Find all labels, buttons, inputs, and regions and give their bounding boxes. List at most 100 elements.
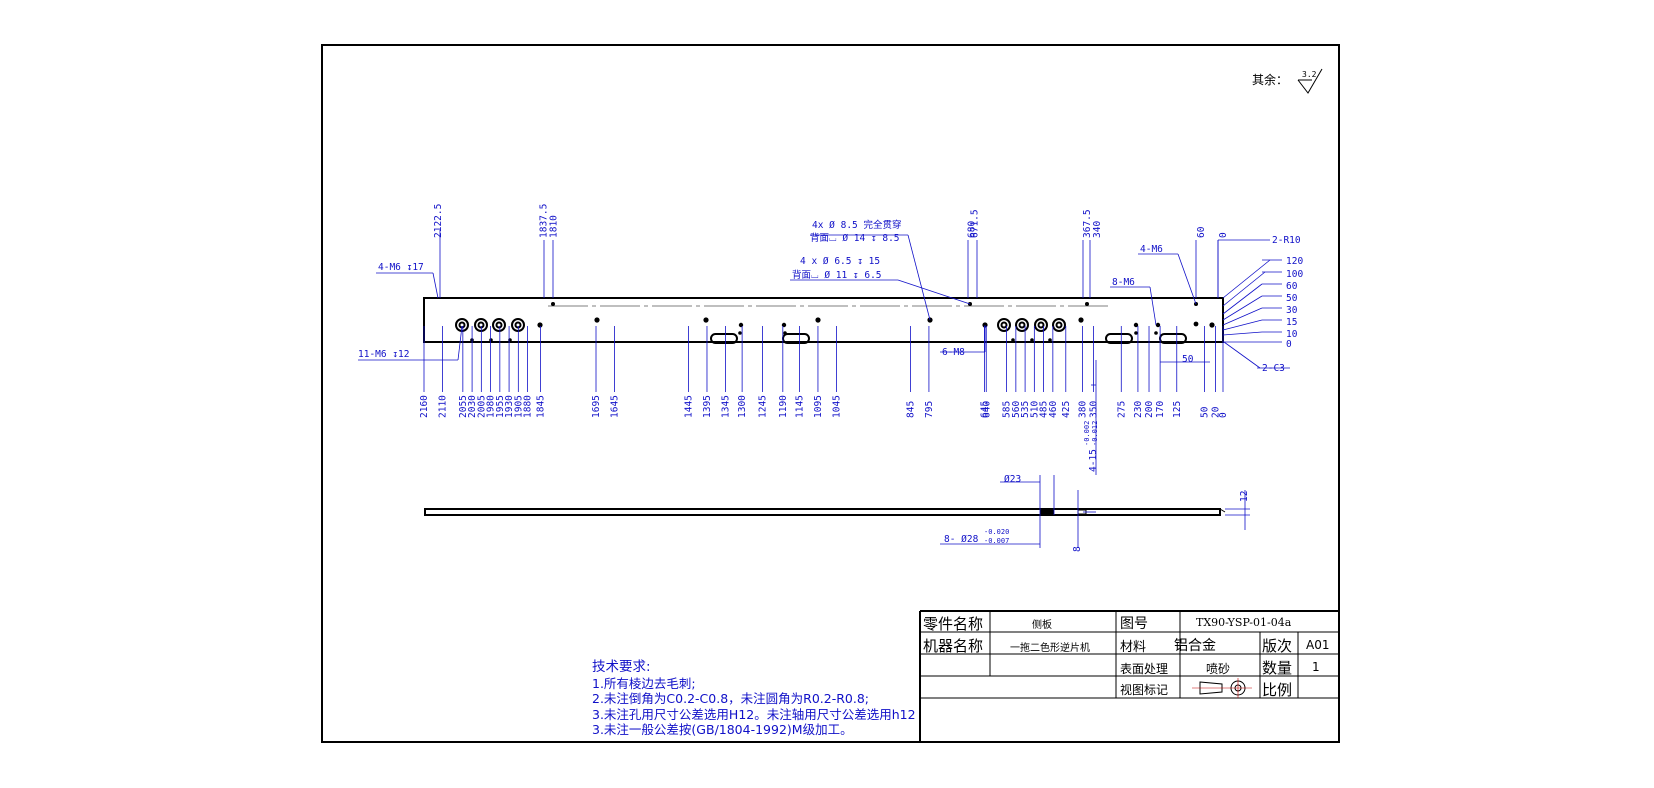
dim-top-1837.5: 1837.5 [538, 204, 549, 238]
dim-bottom-275: 275 [1116, 401, 1127, 418]
dim-bottom-1345: 1345 [720, 395, 731, 418]
surface-label: 表面处理 [1120, 662, 1169, 676]
slot-label: 4-15 [1088, 449, 1099, 472]
dim-bottom-2110: 2110 [437, 395, 448, 418]
dim-chamfer: 2-C3 [1262, 363, 1285, 374]
projection-cone-icon [1199, 681, 1223, 695]
dim-bottom-50: 50 [1200, 406, 1211, 418]
dim-bottom-1645: 1645 [610, 395, 621, 418]
dim-bottom-230: 230 [1133, 401, 1144, 418]
dim-bottom-1445: 1445 [683, 395, 694, 418]
dim-top-680: 680 [966, 221, 977, 238]
dim-top-1810: 1810 [548, 215, 559, 238]
tech-item-2: 2.未注倒角为C0.2-C0.8，未注圆角为R0.2-R0.8; [592, 691, 870, 706]
callout-6m8: 6-M8 [942, 347, 965, 358]
dim-bottom-2160: 2160 [419, 395, 430, 418]
dim-bottom-535: 535 [1020, 401, 1031, 418]
dimension-layer [358, 230, 1290, 548]
dim-top-2122.5: 2122.5 [433, 204, 444, 238]
dim-right-120: 120 [1286, 256, 1303, 267]
version-label: 版次 [1262, 637, 1293, 655]
tech-item-3: 3.未注孔用尺寸公差选用H12。未注轴用尺寸公差选用h12 [592, 706, 916, 722]
roughness-label: 其余： [1252, 72, 1288, 87]
dim-bottom-640: 640 [981, 401, 992, 418]
dim-top-367.5: 367.5 [1082, 209, 1093, 238]
dim-right-100: 100 [1286, 269, 1303, 280]
callout-texts: 4-M6 ↧17 11-M6 ↧12 4x Ø 8.5 完全贯穿 背面⌴ Ø 1… [358, 219, 1301, 552]
dim-bottom-0: 0 [1218, 412, 1229, 418]
dim-bottom-585: 585 [1002, 401, 1013, 418]
scale-label: 比例 [1262, 681, 1293, 699]
callout-m6-left: 4-M6 ↧17 [378, 262, 424, 273]
dim-bottom-460: 460 [1048, 401, 1059, 418]
dim-bottom-1190: 1190 [778, 395, 789, 418]
dim-bottom-2055: 2055 [458, 395, 469, 418]
callout-8m6: 8-M6 [1112, 277, 1135, 288]
dim-right-10: 10 [1286, 329, 1298, 340]
dim-bottom-795: 795 [924, 401, 935, 418]
dim-bottom-485: 485 [1039, 401, 1050, 418]
title-block [919, 610, 1338, 742]
dim-bottom-170: 170 [1155, 401, 1166, 418]
dim-right-50: 50 [1286, 293, 1298, 304]
tech-item-4: 3.未注一般公差按(GB/1804-1992)M级加工。 [592, 722, 853, 737]
material-label: 材料 [1120, 640, 1147, 655]
dim-bottom-1845: 1845 [536, 395, 547, 418]
side-12: 12 [1239, 491, 1250, 502]
quantity: 1 [1312, 660, 1320, 674]
dim-right-15: 15 [1286, 317, 1297, 328]
drawing-frame [321, 44, 1340, 743]
dim-bottom-645: 645 [979, 401, 990, 418]
side-tol-upper: -0.020 [984, 528, 1009, 536]
roughness-value: 3.2 [1302, 70, 1317, 79]
side-tol-lower: -0.007 [984, 537, 1009, 545]
technical-requirements: 技术要求: 1.所有棱边去毛刺; 2.未注倒角为C0.2-C0.8，未注圆角为R… [592, 659, 916, 738]
surface: 喷砂 [1206, 662, 1231, 676]
callout-cb-14: 背面⌴ Ø 14 ↧ 8.5 [810, 232, 900, 244]
dim-bottom-425: 425 [1061, 401, 1072, 418]
dim-bottom-2005: 2005 [476, 395, 487, 418]
roughness-symbol-icon [1297, 68, 1323, 94]
dim-top-60: 60 [1196, 226, 1207, 238]
dim-bottom-350: 350 [1089, 401, 1100, 418]
tech-title: 技术要求: [592, 659, 651, 675]
dim-top-0: 0 [1218, 232, 1229, 238]
quantity-label: 数量 [1262, 659, 1293, 677]
dim-bottom-2030: 2030 [467, 395, 478, 418]
plate-front-view [423, 297, 1224, 343]
dim-right-0: 0 [1286, 339, 1292, 350]
dim-bottom-1930: 1930 [504, 395, 515, 418]
dim-radius: 2-R10 [1272, 235, 1301, 246]
callout-holes-65: 4 x Ø 6.5 ↧ 15 [800, 256, 880, 267]
dim-bottom-1145: 1145 [794, 395, 805, 418]
dim-bottom-380: 380 [1077, 401, 1088, 418]
dim-bottom-125: 125 [1172, 401, 1183, 418]
dim-bottom-510: 510 [1029, 401, 1040, 418]
machine-name: 一拖二色形逆片机 [1010, 643, 1090, 654]
side-d23: Ø23 [1004, 474, 1021, 485]
dim-bottom-1395: 1395 [702, 395, 713, 418]
slot-tol-lower: -0.012 [1091, 421, 1099, 446]
version: A01 [1306, 638, 1330, 652]
callout-m5-left: 11-M6 ↧12 [358, 349, 409, 360]
drawing-no: TX90-YSP-01-04a [1196, 616, 1292, 629]
tech-item-1: 1.所有棱边去毛刺; [592, 675, 696, 691]
dim-bottom-1880: 1880 [523, 395, 534, 418]
slot-tol-upper: -0.002 [1083, 421, 1091, 446]
dim-bottom-1045: 1045 [831, 395, 842, 418]
dim-bottom-1095: 1095 [813, 395, 824, 418]
dim-bottom-200: 200 [1144, 401, 1155, 418]
dim-bottom-1300: 1300 [737, 395, 748, 418]
dim-bottom-1980: 1980 [486, 395, 497, 418]
drawing-no-label: 图号 [1120, 616, 1148, 632]
view-label: 视图标记 [1120, 683, 1169, 697]
dim-bottom-20: 20 [1211, 406, 1222, 418]
dim-right-60: 60 [1286, 281, 1298, 292]
dim-bottom-560: 560 [1011, 401, 1022, 418]
dim-50: 50 [1182, 354, 1194, 365]
dim-bottom-1695: 1695 [591, 395, 602, 418]
dim-right-30: 30 [1286, 305, 1298, 316]
